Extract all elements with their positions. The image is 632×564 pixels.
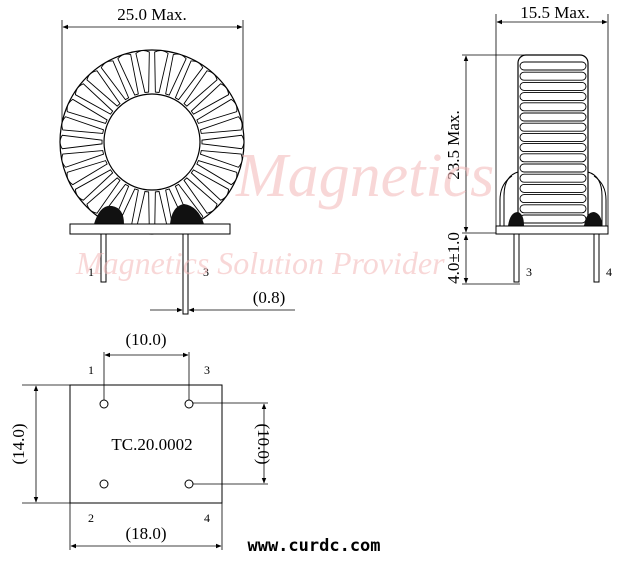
winding-turn — [165, 53, 187, 96]
winding-turn — [199, 150, 243, 168]
footprint-pin-4-label: 4 — [204, 511, 210, 525]
side-pin-4-label: 4 — [606, 265, 612, 279]
footprint-outline — [69, 384, 223, 504]
winding-turn — [61, 150, 105, 168]
pin-thickness-dimension: (0.8) — [253, 288, 286, 307]
coil-turn — [519, 204, 587, 214]
coil-turn — [519, 61, 587, 71]
footprint-pin-2-label: 2 — [88, 511, 94, 525]
pin-pitch-right-dimension: (10.0) — [254, 423, 273, 464]
winding-turn — [66, 98, 108, 124]
footprint-pin-3-label: 3 — [204, 363, 210, 377]
coil-turn — [519, 132, 587, 142]
winding-turn — [59, 134, 103, 150]
pad-4 — [184, 479, 194, 489]
front-width-dimension: 25.0 Max. — [117, 5, 186, 24]
coil-turn — [519, 214, 587, 224]
winding-turn — [66, 160, 108, 186]
pad-2 — [99, 479, 109, 489]
lead-wire-right — [587, 171, 603, 226]
winding-turn — [196, 160, 238, 186]
winding-turn — [117, 53, 139, 96]
pad-3 — [184, 399, 194, 409]
winding-turn — [174, 60, 204, 101]
lead-length-dimension: 4.0±1.0 — [444, 232, 463, 284]
toroid-windings — [59, 50, 245, 234]
front-view: 25.0 Max. 1 3 (0.8) — [59, 5, 295, 315]
side-pin-4 — [593, 233, 600, 283]
footprint-width-dimension: (18.0) — [125, 524, 166, 543]
winding-turn — [61, 116, 105, 134]
part-number: TC.20.0002 — [111, 435, 192, 454]
winding-turn — [74, 83, 114, 115]
coil-turn — [519, 173, 587, 183]
winding-turn — [190, 169, 230, 201]
winding-turn — [196, 98, 238, 124]
front-pin-1-label: 1 — [88, 265, 94, 279]
coil-side-windings — [519, 61, 587, 224]
winding-turn — [74, 169, 114, 201]
winding-turn — [135, 50, 150, 93]
winding-turn — [199, 116, 243, 134]
winding-turn — [100, 60, 130, 101]
solder-blob-left — [94, 205, 124, 224]
coil-turn — [519, 183, 587, 193]
side-width-dimension: 15.5 Max. — [520, 3, 589, 22]
winding-turn — [86, 177, 121, 214]
side-solder-right — [584, 212, 602, 226]
front-pin-3 — [182, 233, 189, 315]
front-pin-1 — [100, 233, 107, 283]
winding-turn — [183, 177, 218, 214]
coil-turn — [519, 92, 587, 102]
footprint-view: (10.0) (14.0) (10.0) (18.0) 1 3 2 4 TC.2… — [9, 330, 273, 550]
front-pin-3-label: 3 — [203, 265, 209, 279]
winding-turn — [183, 70, 218, 107]
winding-turn — [154, 50, 169, 93]
coil-turn — [519, 81, 587, 91]
watermark-tagline: Magnetics Solution Provider — [75, 245, 445, 281]
footprint-pin-1-label: 1 — [88, 363, 94, 377]
coil-turn — [519, 112, 587, 122]
coil-turn — [519, 102, 587, 112]
pin-pitch-top-dimension: (10.0) — [125, 330, 166, 349]
side-pin-3-label: 3 — [526, 265, 532, 279]
toroid-inner-hole — [103, 93, 201, 191]
footprint-height-dimension: (14.0) — [9, 423, 28, 464]
coil-turn — [519, 194, 587, 204]
winding-turn — [86, 70, 121, 107]
side-height-dimension: 23.5 Max. — [444, 110, 463, 179]
website-url[interactable]: www.curdc.com — [247, 536, 380, 556]
watermark: Magnetics Magnetics Solution Provider — [75, 142, 494, 281]
coil-turn — [519, 153, 587, 163]
coil-turn — [519, 122, 587, 132]
coil-turn — [519, 71, 587, 81]
coil-turn — [519, 163, 587, 173]
lead-wire-left — [503, 171, 519, 226]
coil-turn — [519, 143, 587, 153]
winding-turn — [190, 83, 230, 115]
pad-1 — [99, 399, 109, 409]
side-pin-3 — [513, 233, 520, 283]
solder-blob-right — [170, 204, 204, 224]
watermark-brand: Magnetics — [235, 142, 494, 210]
mounting-base — [69, 223, 231, 235]
side-solder-left — [508, 212, 524, 226]
side-view: 15.5 Max. 23.5 Max. 4.0±1.0 3 4 — [444, 3, 612, 285]
winding-turn — [201, 134, 245, 150]
side-mounting-base — [495, 225, 609, 235]
